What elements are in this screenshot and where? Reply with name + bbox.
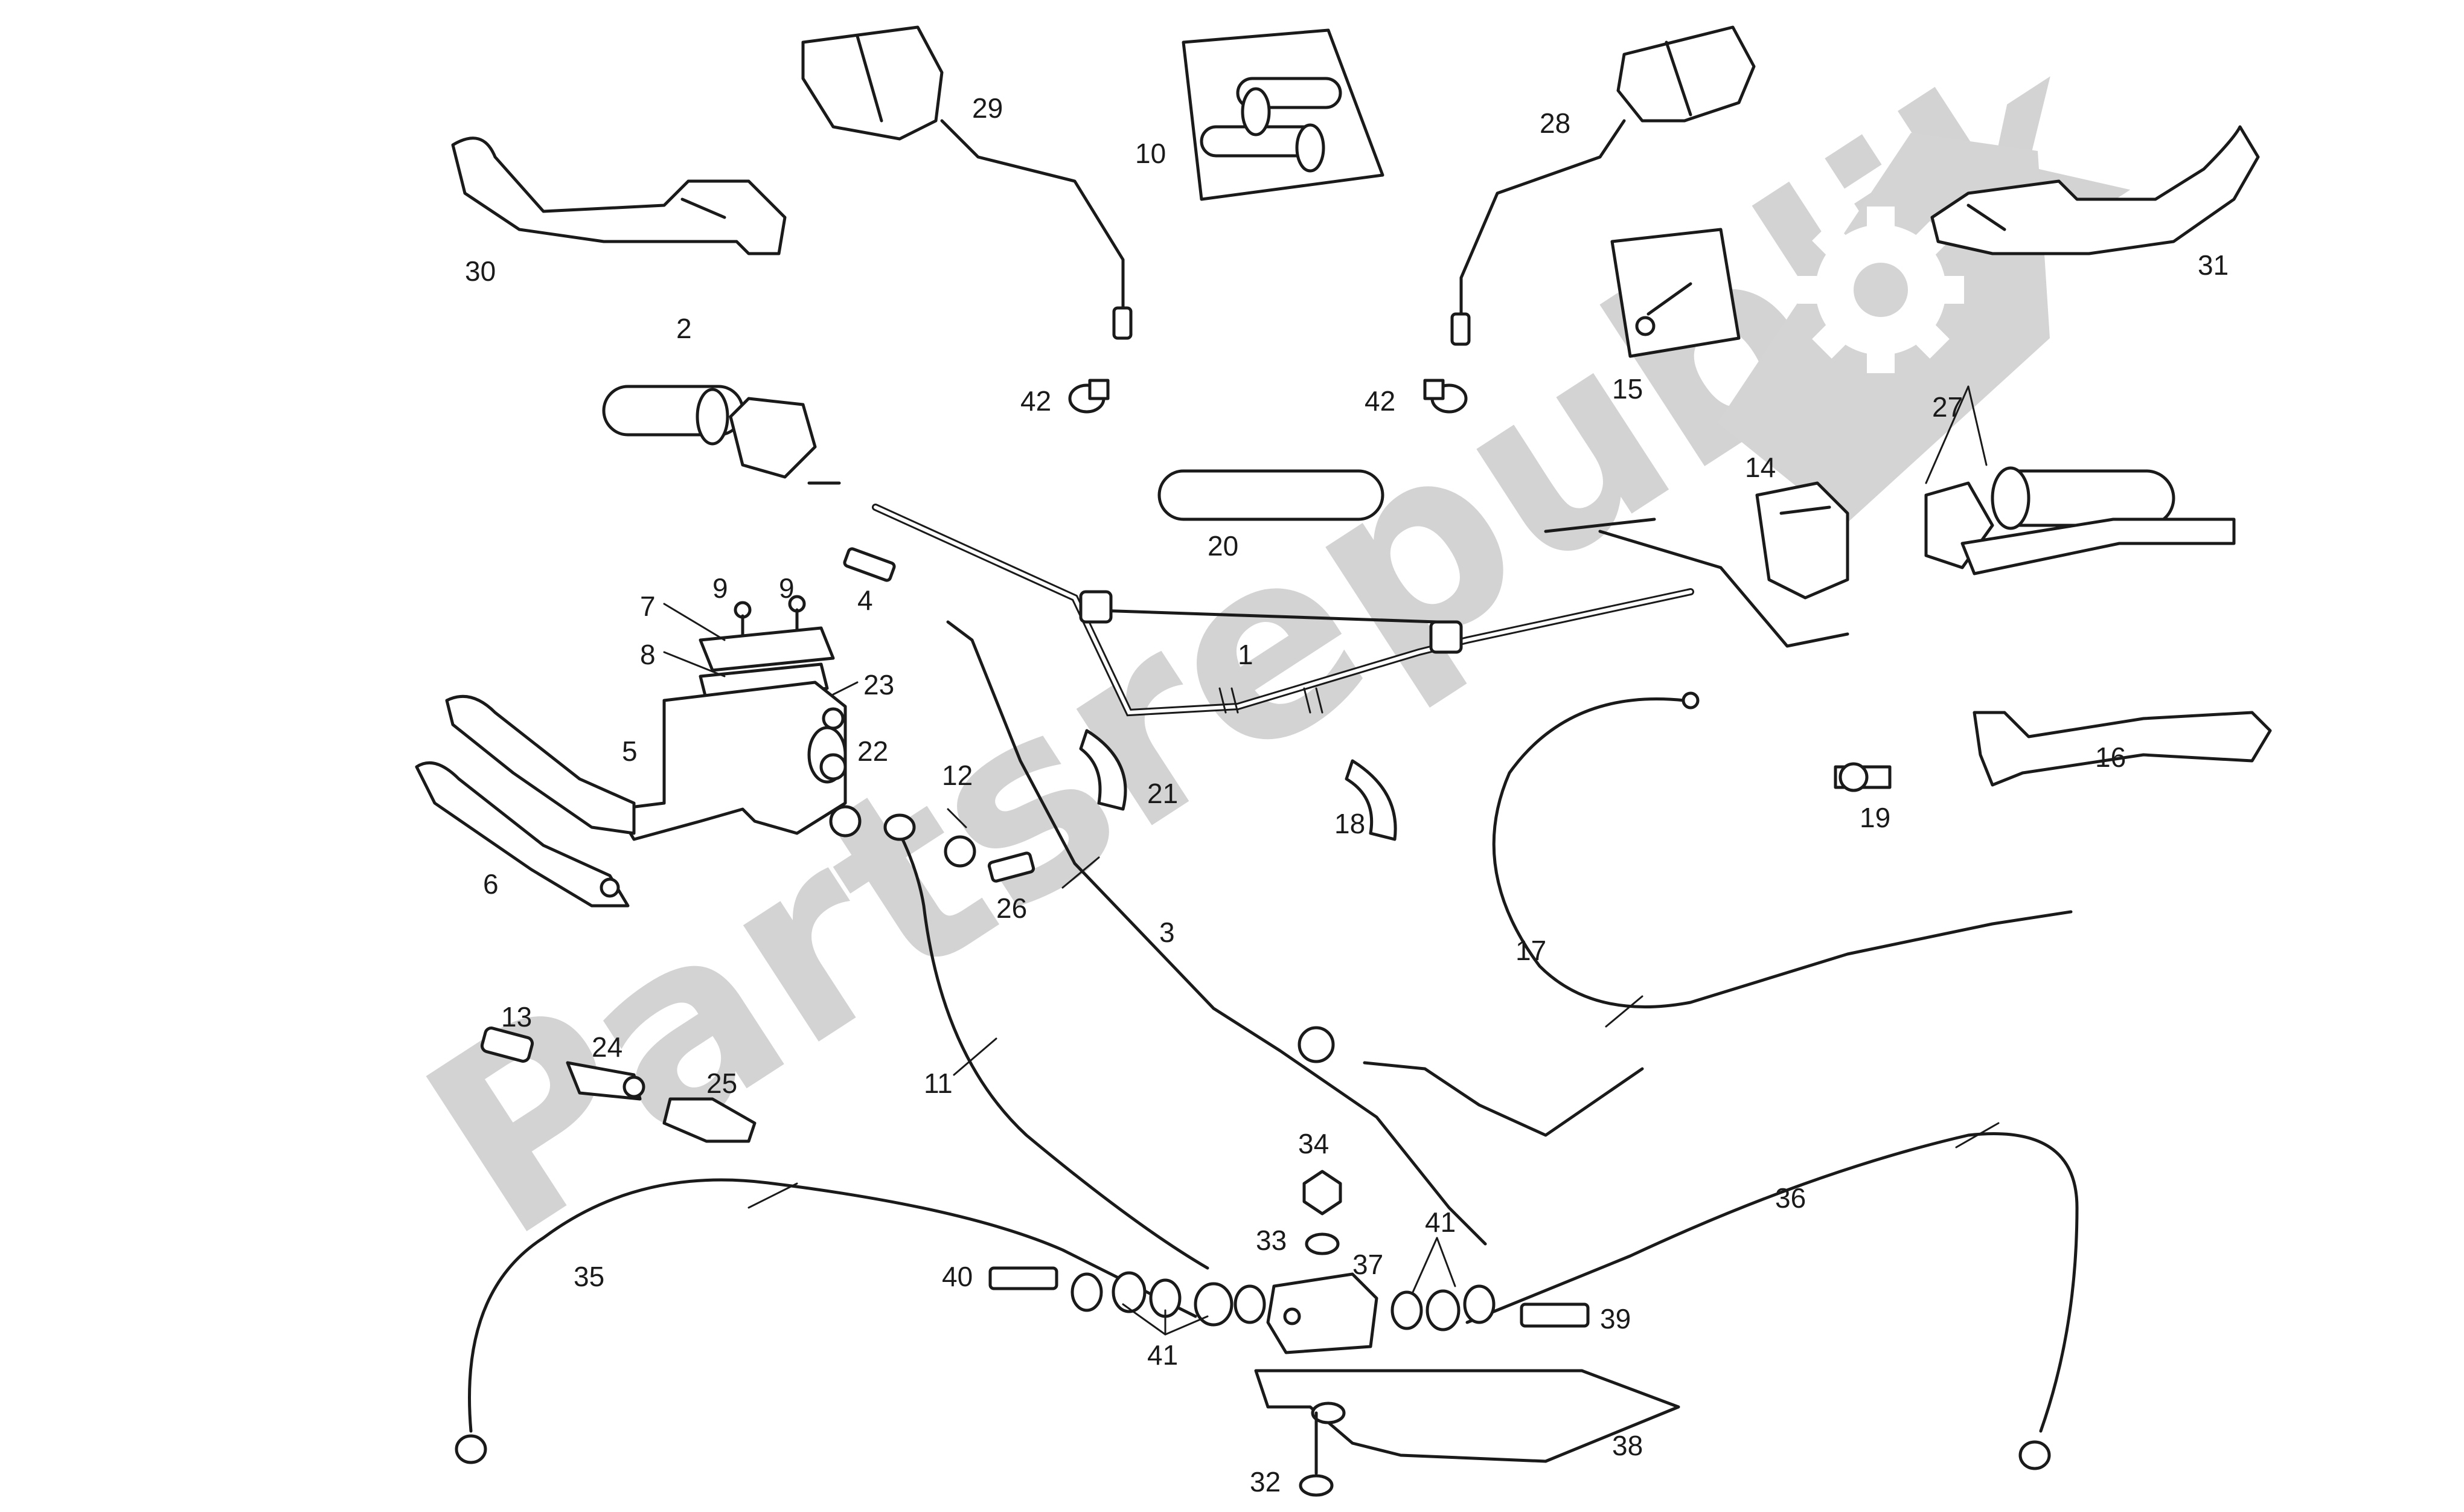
part-39-banjo-bolt[interactable] — [1520, 1302, 1590, 1328]
part-2-throttle-grip[interactable] — [602, 385, 841, 485]
part-1-handlebar[interactable] — [872, 504, 1849, 717]
part-22-banjo[interactable] — [819, 753, 847, 781]
callout-36: 36 — [1775, 1182, 1806, 1214]
part-30-left-handguard[interactable] — [451, 136, 787, 255]
callout-42a: 42 — [1020, 385, 1051, 417]
callout-labels: 1 2 3 4 5 6 7 8 9 9 10 11 12 13 14 15 16… — [465, 92, 2229, 1498]
callout-25: 25 — [706, 1068, 737, 1099]
callout-1: 1 — [1238, 639, 1253, 670]
part-18-cable-strap[interactable] — [1345, 759, 1397, 841]
callout-8: 8 — [640, 639, 656, 670]
callout-11: 11 — [924, 1068, 953, 1099]
callout-6: 6 — [483, 868, 499, 900]
part-12-washers[interactable] — [829, 805, 976, 868]
part-17-clutch-cable[interactable] — [1492, 691, 2073, 1028]
callout-3: 3 — [1159, 917, 1175, 948]
callout-21: 21 — [1147, 778, 1178, 809]
callout-16: 16 — [2095, 742, 2126, 773]
callout-24: 24 — [592, 1031, 622, 1063]
part-32-bolt[interactable] — [1299, 1411, 1334, 1497]
part-42-mirror-clamp-left[interactable] — [1068, 379, 1110, 414]
part-41-washers-left[interactable] — [1070, 1271, 1266, 1327]
callout-41b: 41 — [1425, 1206, 1456, 1238]
part-14-switch[interactable] — [1755, 481, 1849, 600]
part-24-bleeder[interactable] — [566, 1061, 645, 1101]
callout-42b: 42 — [1365, 385, 1395, 417]
part-11-front-brake-hose[interactable] — [883, 813, 1209, 1270]
callout-31: 31 — [2198, 249, 2229, 281]
callout-23: 23 — [863, 669, 894, 700]
callout-40: 40 — [942, 1261, 973, 1292]
part-34-nut[interactable] — [1302, 1170, 1342, 1216]
callout-27: 27 — [1932, 391, 1963, 423]
part-3-throttle-cable[interactable] — [946, 620, 1644, 1246]
part-42-mirror-clamp-right[interactable] — [1423, 379, 1468, 414]
part-36-rear-brake-hose[interactable] — [1465, 1122, 2079, 1470]
callout-39: 39 — [1600, 1303, 1631, 1334]
part-9-screws[interactable] — [734, 595, 806, 642]
callout-19: 19 — [1860, 802, 1890, 833]
part-7-reservoir-cap[interactable] — [699, 626, 835, 672]
part-5-master-cylinder[interactable] — [445, 681, 847, 841]
part-37-distribution-block[interactable] — [1266, 1272, 1378, 1354]
callout-17: 17 — [1515, 935, 1546, 966]
leader-lines — [663, 385, 1988, 1336]
part-23-seal[interactable] — [822, 707, 845, 730]
callout-9a: 9 — [712, 572, 728, 604]
callout-14: 14 — [1745, 452, 1776, 483]
callout-30: 30 — [465, 255, 496, 287]
part-10-grips-kit[interactable] — [1182, 28, 1384, 201]
callout-15: 15 — [1612, 373, 1643, 405]
callout-12: 12 — [942, 760, 973, 791]
part-26-bolt[interactable] — [987, 851, 1035, 883]
part-35-rear-brake-hose[interactable] — [455, 1178, 1197, 1464]
part-27-clutch-lever-assembly[interactable] — [1924, 466, 2236, 575]
part-41-washers-right[interactable] — [1390, 1284, 1496, 1331]
part-31-right-handguard[interactable] — [1930, 125, 2260, 255]
callout-7: 7 — [640, 591, 656, 622]
part-15-screw-kit[interactable] — [1610, 228, 1741, 358]
part-40-banjo-bolt[interactable] — [988, 1266, 1058, 1290]
part-4-adjuster[interactable] — [843, 547, 896, 582]
callout-20: 20 — [1208, 530, 1238, 562]
callout-29: 29 — [972, 92, 1003, 124]
callout-10: 10 — [1135, 138, 1166, 169]
part-38-bracket[interactable] — [1254, 1369, 1680, 1463]
part-33-washer[interactable] — [1305, 1232, 1340, 1255]
callout-9b: 9 — [779, 572, 795, 604]
callout-41a: 41 — [1147, 1339, 1178, 1371]
callout-2: 2 — [676, 313, 692, 344]
callout-26: 26 — [996, 892, 1027, 924]
callout-38: 38 — [1612, 1430, 1643, 1461]
part-13-bolt[interactable] — [480, 1027, 534, 1063]
part-29-left-mirror[interactable] — [801, 25, 1133, 340]
callout-34: 34 — [1298, 1128, 1329, 1159]
callout-13: 13 — [501, 1001, 532, 1033]
part-20-bar-pad[interactable] — [1157, 469, 1384, 521]
callout-37: 37 — [1352, 1249, 1383, 1280]
part-28-right-mirror[interactable] — [1450, 25, 1756, 346]
part-19-adjuster[interactable] — [1834, 762, 1892, 792]
part-25-cap[interactable] — [662, 1097, 757, 1143]
callout-5: 5 — [622, 735, 638, 767]
callout-33: 33 — [1256, 1225, 1287, 1256]
callout-4: 4 — [857, 585, 873, 616]
callout-35: 35 — [574, 1261, 604, 1292]
part-6-front-brake-lever[interactable] — [415, 761, 630, 908]
part-16-clutch-lever[interactable] — [1973, 711, 2272, 787]
callout-32: 32 — [1250, 1466, 1281, 1498]
part-21-cable-strap[interactable] — [1079, 729, 1127, 811]
callout-22: 22 — [857, 735, 888, 767]
callout-28: 28 — [1540, 107, 1570, 139]
callout-18: 18 — [1334, 808, 1365, 839]
